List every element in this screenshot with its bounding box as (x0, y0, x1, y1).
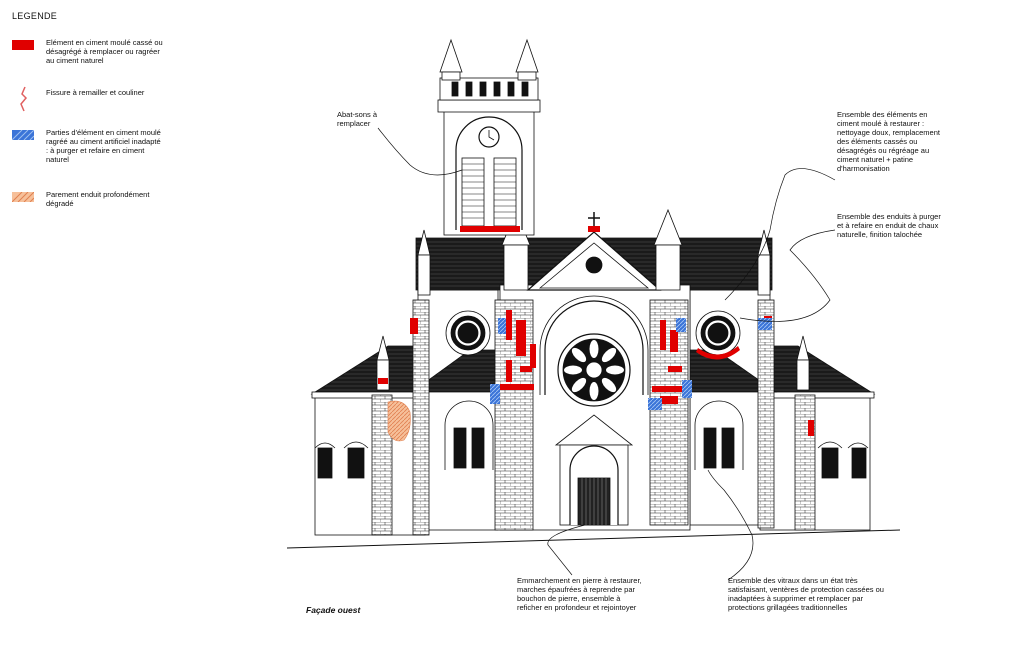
abat-sons-louvres (461, 157, 517, 227)
left-wing-windows (314, 441, 369, 479)
legend-text: Elément en ciment moulé cassé ou désagré… (46, 38, 163, 65)
right-aisle-window (694, 400, 744, 470)
buttress-right-outer (794, 394, 816, 531)
annotation-abat-sons: Abat-sons à remplacer (337, 110, 378, 128)
right-wing-windows (817, 441, 869, 479)
legend-title: LEGENDE (12, 11, 58, 21)
left-oculus (445, 310, 491, 356)
left-aisle-window (444, 400, 494, 470)
ground-line (286, 529, 901, 549)
annotation-vitraux: Ensemble des vitraux dans un état très s… (728, 576, 884, 612)
right-wing-cornice (756, 391, 875, 399)
buttress-right-inner (757, 299, 775, 529)
drawing-caption: Façade ouest (306, 605, 361, 615)
tower-spires (439, 38, 539, 81)
leader-lines (377, 127, 836, 581)
annotation-enduits: Ensemble des enduits à purger et à refai… (837, 212, 941, 239)
pinnacles (376, 208, 810, 391)
legend-text: Parement enduit profondément dégradé (46, 190, 150, 208)
gable-rosette (585, 256, 603, 274)
annotation-emmarchement: Emmarchement en pierre à restaurer, marc… (517, 576, 642, 612)
buttress-left-inner (412, 299, 430, 536)
rose-window (539, 295, 649, 407)
orange-hatch-swatch (12, 192, 34, 202)
degraded-render-zone (387, 400, 411, 442)
legend-text: Parties d'élément en ciment moulé ragréé… (46, 128, 161, 164)
main-portal (554, 414, 634, 526)
annotation-ciment-moule: Ensemble des éléments en ciment moulé à … (837, 110, 940, 173)
red-fill-swatch (12, 40, 34, 50)
buttress-left-outer (371, 394, 393, 536)
blue-hatch-swatch (12, 130, 34, 140)
left-wing-cornice (311, 391, 429, 399)
right-wing-roof (756, 345, 876, 395)
left-wing-roof (310, 345, 429, 395)
right-oculus (695, 310, 741, 356)
buttress-center-left (494, 299, 534, 531)
legend-text: Fissure à remailler et couliner (46, 88, 145, 97)
buttress-center-right (649, 299, 689, 526)
crack-line-icon (20, 86, 28, 112)
